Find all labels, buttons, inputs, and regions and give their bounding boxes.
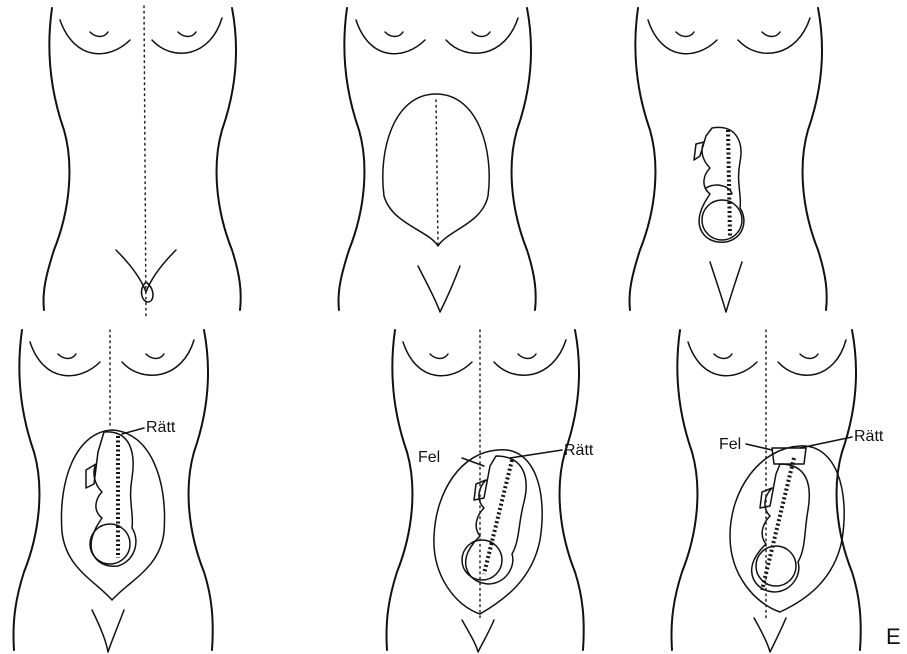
uterus-outline — [730, 446, 844, 612]
right-side-outline — [803, 8, 827, 310]
panel-1-torso — [43, 6, 240, 318]
fetus-head — [90, 524, 130, 564]
panel-3-torso — [629, 8, 826, 312]
panel-6-torso: Fel Rätt — [671, 330, 883, 652]
panel-5-torso: Fel Rätt — [386, 330, 593, 652]
fetus-head — [702, 200, 742, 240]
right-breast — [152, 18, 222, 53]
right-nipple — [178, 32, 196, 37]
right-side-outline — [560, 330, 584, 650]
pelvis-line — [710, 262, 742, 312]
wrong-label: Fel — [418, 449, 440, 466]
left-side-outline — [671, 330, 697, 650]
right-side-outline — [512, 8, 536, 310]
right-nipple — [472, 32, 490, 37]
corner-letter: E — [886, 624, 901, 649]
panel-4-torso: Rätt — [13, 330, 212, 652]
pelvis-line — [462, 620, 494, 652]
right-breast — [446, 18, 518, 53]
correct-label: Rätt — [146, 419, 176, 436]
correct-pointer — [122, 428, 144, 434]
left-nipple — [58, 354, 76, 359]
panel-2-torso — [338, 8, 535, 312]
fetus-spine — [762, 458, 794, 590]
fetus-head — [756, 546, 796, 586]
correct-label: Rätt — [564, 442, 594, 459]
left-side-outline — [13, 330, 39, 650]
right-nipple — [800, 354, 818, 359]
right-side-outline — [189, 330, 213, 650]
left-side-outline — [629, 8, 655, 310]
right-nipple — [146, 354, 164, 359]
left-nipple — [676, 32, 694, 37]
left-side-outline — [386, 330, 412, 650]
correct-label: Rätt — [854, 428, 884, 445]
pubic-mark — [142, 282, 153, 302]
left-side-outline — [338, 8, 364, 310]
right-nipple — [762, 32, 780, 37]
fetus-body — [752, 464, 810, 592]
pelvis-line — [92, 610, 124, 652]
midline — [144, 6, 146, 318]
left-breast — [60, 20, 130, 54]
wrong-pointer — [746, 444, 772, 450]
left-breast — [356, 20, 425, 54]
pelvis-line — [754, 618, 786, 652]
left-breast — [648, 20, 717, 54]
right-nipple — [518, 354, 536, 359]
right-side-outline — [837, 330, 861, 650]
left-nipple — [90, 32, 108, 37]
wrong-label: Fel — [719, 436, 741, 453]
pelvis-line — [418, 266, 460, 312]
landmark-box — [772, 448, 806, 464]
midline — [436, 100, 438, 244]
fetus-spine — [728, 130, 730, 236]
left-nipple — [714, 354, 732, 359]
fetus-head — [462, 540, 502, 580]
left-side-outline — [43, 8, 69, 310]
fetus-body — [466, 456, 526, 584]
left-nipple — [430, 354, 448, 359]
uterus-outline — [61, 430, 164, 600]
fetus-body — [86, 432, 136, 566]
left-nipple — [385, 32, 403, 37]
right-side-outline — [217, 8, 241, 310]
